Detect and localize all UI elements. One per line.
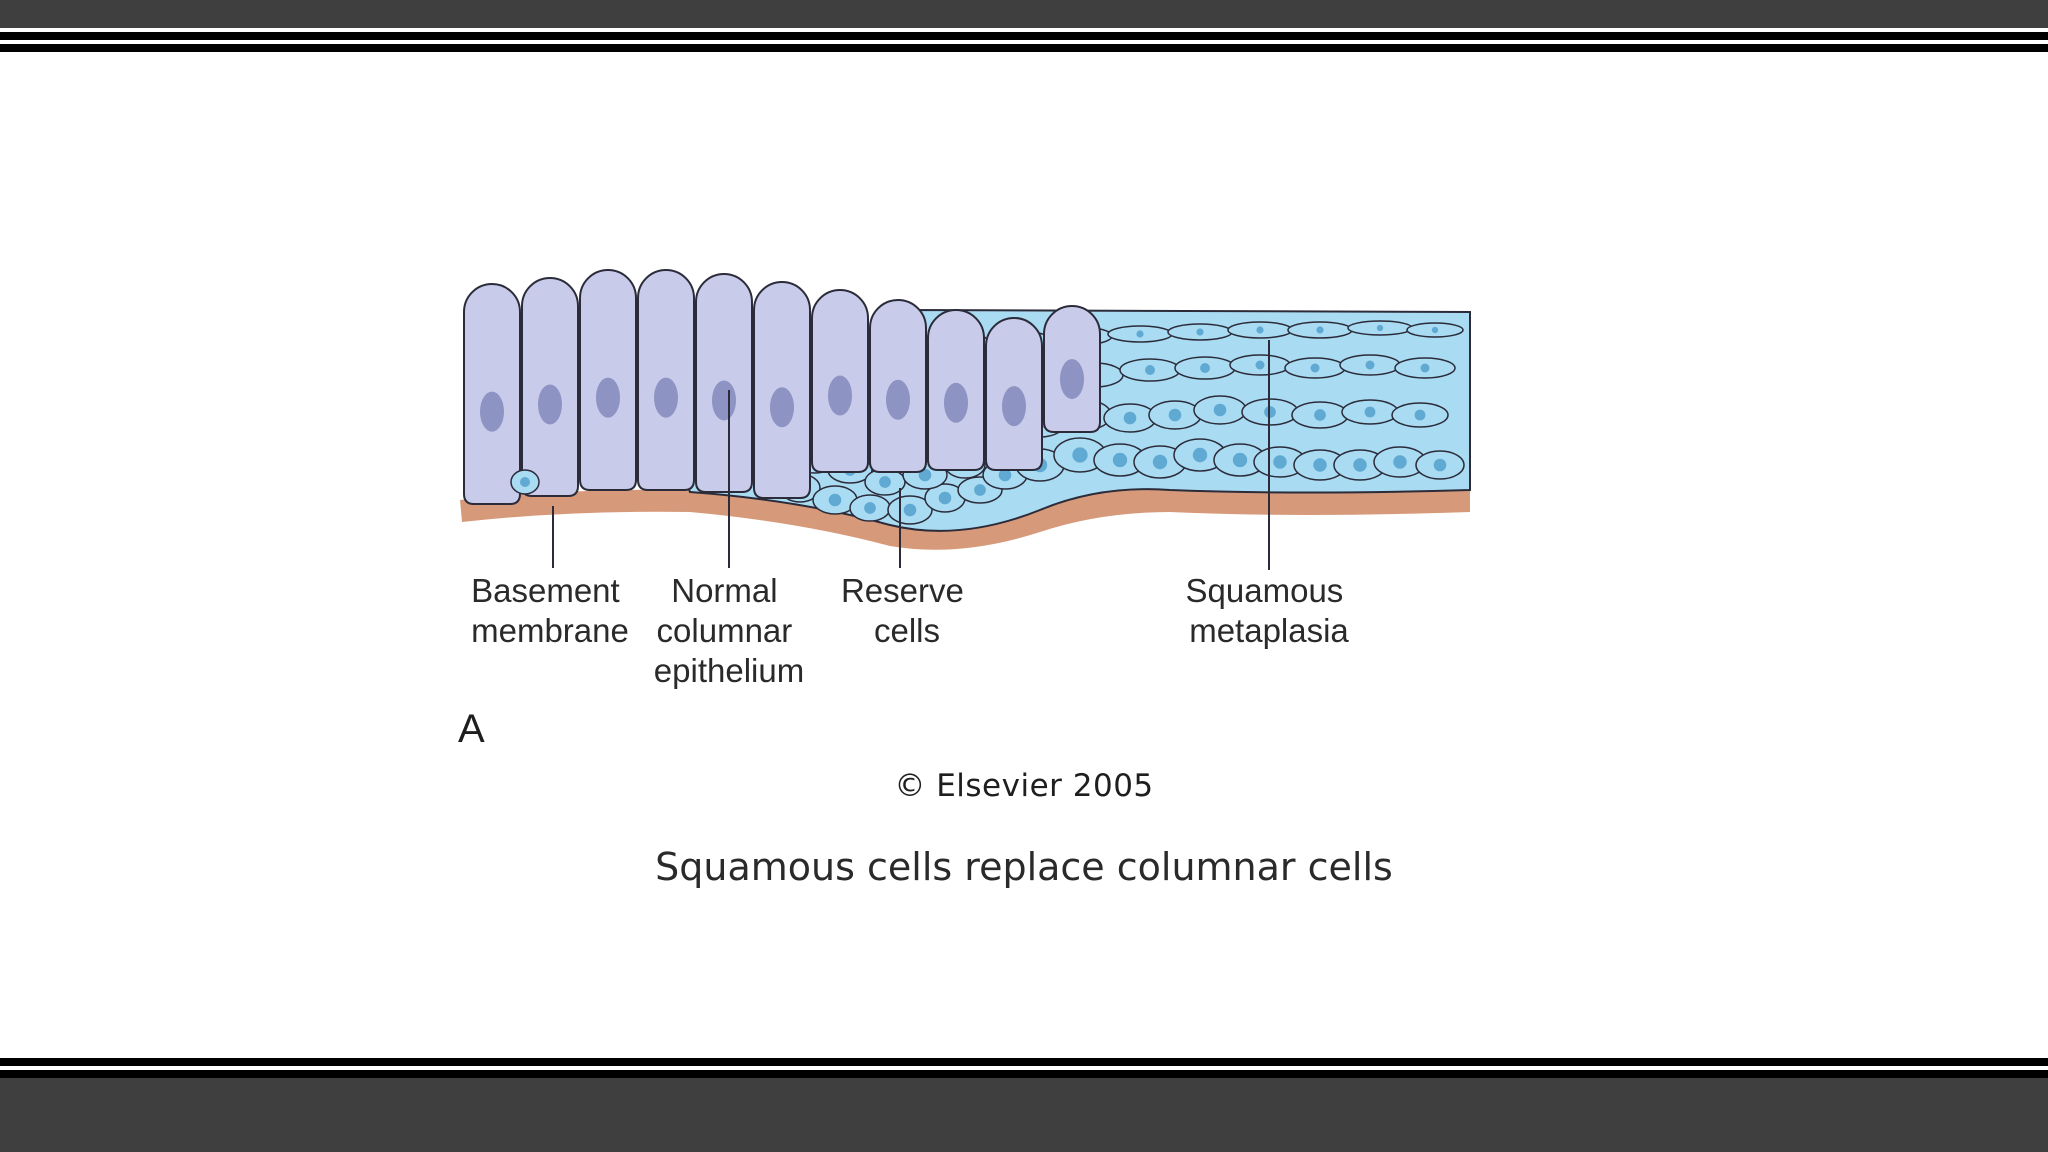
squamous-nucleus: [1420, 363, 1430, 373]
squamous-nucleus: [1200, 363, 1210, 373]
squamous-nucleus: [828, 493, 842, 507]
columnar-nucleus: [712, 380, 736, 421]
label-normal: Normal columnar epithelium: [654, 572, 804, 689]
label-basement-line2: membrane: [471, 612, 629, 649]
columnar-nucleus: [538, 384, 562, 425]
slide-caption: Squamous cells replace columnar cells: [655, 845, 1393, 889]
squamous-nucleus: [1213, 403, 1227, 417]
label-basement-line1: Basement: [471, 572, 620, 609]
columnar-nucleus: [596, 377, 620, 418]
label-reserve-line2: cells: [874, 612, 940, 649]
squamous-nucleus: [1414, 409, 1426, 421]
label-normal-line2: columnar: [657, 612, 793, 649]
columnar-nucleus: [1060, 359, 1084, 400]
columnar-nucleus: [770, 387, 794, 428]
squamous-nucleus: [1196, 328, 1204, 336]
metaplasia-diagram: Basement membrane Normal columnar epithe…: [440, 250, 1480, 770]
squamous-nucleus: [998, 468, 1012, 482]
basement-membrane-band: [460, 489, 1470, 550]
squamous-nucleus: [1264, 406, 1276, 418]
squamous-nucleus: [1316, 326, 1324, 334]
squamous-nucleus: [1393, 455, 1407, 469]
squamous-nucleus: [1152, 454, 1168, 470]
label-squamous-line2: metaplasia: [1189, 612, 1349, 649]
label-normal-line1: Normal: [671, 572, 777, 609]
columnar-nucleus: [480, 391, 504, 432]
top-rule-2: [0, 44, 2048, 52]
columnar-nucleus: [654, 377, 678, 418]
squamous-nucleus: [1192, 447, 1208, 463]
squamous-nucleus: [1136, 330, 1144, 338]
squamous-nucleus: [1313, 458, 1327, 472]
squamous-nucleus: [1123, 411, 1137, 425]
columnar-cells: [463, 269, 1101, 505]
squamous-nucleus: [1314, 409, 1326, 421]
panel-letter: A: [458, 707, 485, 751]
bottom-dark-bar: [0, 1078, 2048, 1152]
label-basement: Basement membrane: [471, 572, 629, 649]
squamous-nucleus: [879, 476, 891, 488]
label-normal-line3: epithelium: [654, 652, 804, 689]
copyright-notice: © Elsevier 2005: [894, 768, 1154, 804]
squamous-nucleus: [1072, 447, 1088, 463]
squamous-nucleus: [1376, 324, 1384, 332]
label-reserve: Reserve cells: [841, 572, 973, 649]
squamous-nucleus: [1431, 326, 1439, 334]
squamous-nucleus: [903, 503, 917, 517]
squamous-nucleus: [974, 484, 986, 496]
squamous-nucleus: [1255, 360, 1265, 370]
columnar-nucleus: [886, 379, 910, 420]
squamous-nucleus: [864, 502, 876, 514]
squamous-nucleus: [1256, 326, 1264, 334]
squamous-nucleus: [1168, 408, 1182, 422]
squamous-nucleus: [1145, 365, 1155, 375]
bottom-rule-2: [0, 1070, 2048, 1078]
squamous-nucleus: [1310, 363, 1320, 373]
squamous-nucleus: [1433, 458, 1447, 472]
label-squamous-line1: Squamous: [1186, 572, 1344, 609]
squamous-nucleus: [1365, 360, 1375, 370]
reserve-nucleus: [520, 477, 530, 487]
label-squamous: Squamous metaplasia: [1186, 572, 1353, 649]
columnar-nucleus: [1002, 386, 1026, 427]
bottom-rule-1: [0, 1058, 2048, 1066]
squamous-nucleus: [1364, 406, 1376, 418]
label-reserve-line1: Reserve: [841, 572, 964, 609]
columnar-nucleus: [828, 375, 852, 416]
squamous-nucleus: [1232, 452, 1248, 468]
squamous-nucleus: [938, 491, 952, 505]
columnar-nucleus: [944, 382, 968, 423]
top-dark-bar: [0, 0, 2048, 28]
squamous-nucleus: [1353, 458, 1367, 472]
top-rule-1: [0, 32, 2048, 40]
squamous-nucleus: [1112, 452, 1128, 468]
squamous-nucleus: [1273, 455, 1287, 469]
